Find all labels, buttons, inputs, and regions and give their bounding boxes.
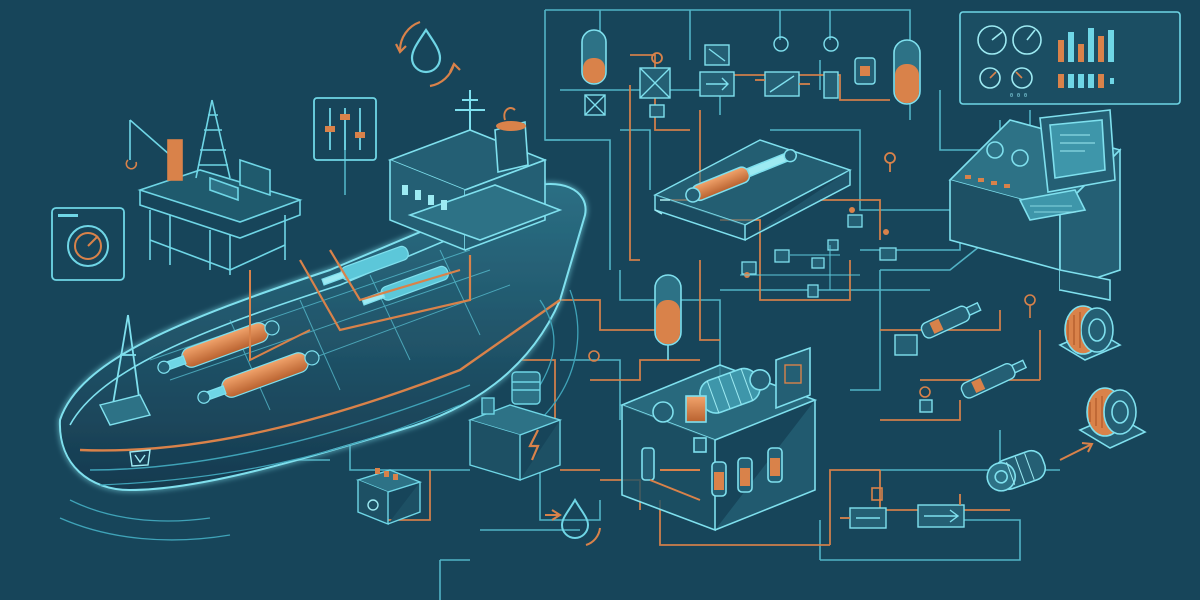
glass-actuator-housing bbox=[653, 139, 852, 242]
directional-valve-3 bbox=[755, 36, 810, 97]
pump-cartridge-2 bbox=[919, 359, 1028, 413]
control-console bbox=[948, 109, 1122, 301]
electric-bolt-icon bbox=[528, 429, 540, 461]
valve-cluster bbox=[740, 207, 897, 298]
accumulator-tank-right bbox=[884, 39, 921, 172]
solenoid-valve-1 bbox=[840, 487, 887, 529]
oil-drop-cycle-icon bbox=[545, 498, 601, 546]
directional-valve-1 bbox=[639, 52, 671, 118]
water-ripples bbox=[59, 289, 579, 541]
bar-meters bbox=[1058, 28, 1114, 88]
hydraulic-power-unit bbox=[619, 346, 818, 532]
pressure-gauge-icon bbox=[51, 207, 125, 281]
dashboard-panel bbox=[959, 11, 1181, 105]
accumulator-tank-center bbox=[588, 274, 682, 362]
cable-reel-1 bbox=[1058, 305, 1122, 361]
accumulator-tank-left bbox=[581, 29, 607, 116]
dashboard-gauge-caption: 0 0 0 bbox=[1010, 93, 1028, 99]
cable-reel-2 bbox=[1078, 387, 1147, 449]
cargo-ship bbox=[58, 90, 587, 492]
solenoid-valve-2 bbox=[917, 494, 965, 528]
gauge-valve-4 bbox=[823, 36, 876, 99]
electric-pump-unit bbox=[467, 371, 563, 481]
hydraulic-motor bbox=[986, 442, 1094, 492]
pump-cartridge-1 bbox=[894, 294, 1036, 356]
offshore-platform bbox=[125, 99, 303, 275]
control-sliders-icon bbox=[313, 97, 377, 161]
dial-gauges bbox=[977, 25, 1042, 89]
battery-icon bbox=[355, 468, 423, 526]
deck-hydraulic-cylinders bbox=[157, 245, 449, 404]
water-drop-cycle-icon bbox=[395, 20, 461, 88]
directional-valve-2 bbox=[699, 44, 735, 97]
